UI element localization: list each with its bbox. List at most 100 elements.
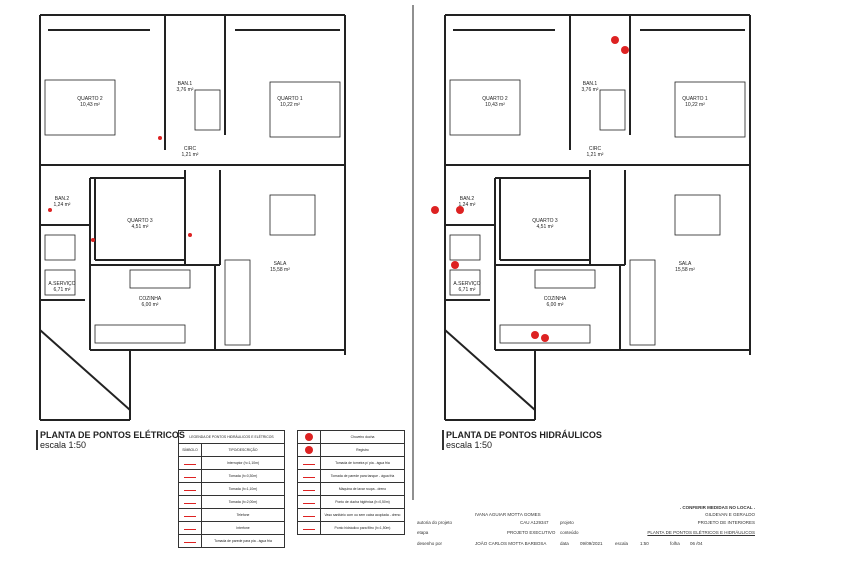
legend-row: Interfone [178, 521, 285, 535]
room-area: 6,71 m² [459, 287, 476, 293]
furniture [269, 81, 341, 138]
furniture [94, 324, 186, 344]
outlet-marker [158, 136, 162, 140]
room-name: QUARTO 2 [482, 96, 508, 102]
furniture [449, 234, 481, 261]
legend-symbol-icon [297, 456, 321, 470]
furniture [449, 79, 521, 136]
legend-row: Ponto hidráulico para filtro (h=1,50m) [297, 521, 405, 535]
room-name: QUARTO 1 [277, 96, 303, 102]
legend-symbol-icon [178, 469, 202, 483]
room-name: QUARTO 3 [127, 218, 153, 224]
legend-symbol-icon [297, 482, 321, 496]
legend-row: Registro [297, 443, 405, 457]
legend-symbol-icon [178, 482, 202, 496]
furniture [269, 194, 316, 236]
outlet-marker [48, 208, 52, 212]
room-name: BAN.2 [55, 196, 70, 202]
furniture [194, 89, 221, 131]
outlet-marker [91, 238, 95, 242]
hydraulic-point-marker [431, 206, 439, 214]
room-area: 10,22 m² [685, 102, 705, 108]
legend-symbol-icon [297, 443, 321, 457]
room-name: COZINHA [544, 296, 567, 302]
room-name: COZINHA [139, 296, 162, 302]
hydraulic-point-marker [456, 206, 464, 214]
legend-symbol-icon [297, 495, 321, 509]
furniture [44, 234, 76, 261]
furniture [449, 269, 481, 296]
room-name: BAN.1 [178, 81, 193, 87]
legend-row: Tomada (h=1,10m) [178, 482, 285, 496]
room-name: SALA [274, 261, 287, 267]
title-block: . CONFERIR MEDIDAS NO LOCAL . GILDEVAN E… [417, 505, 755, 546]
furniture [599, 89, 626, 131]
legend-row: Máquina de lavar roupa - dreno [297, 482, 405, 496]
room-name: A.SERVIÇO [453, 281, 480, 287]
room-area: 4,51 m² [537, 224, 554, 230]
room-name: QUARTO 3 [532, 218, 558, 224]
room-name: CIRC [589, 146, 602, 152]
wall [39, 329, 131, 411]
room-name: BAN.1 [583, 81, 598, 87]
room-area: 3,76 m² [582, 87, 599, 93]
legend-row: Telefone [178, 508, 285, 522]
room-name: QUARTO 1 [682, 96, 708, 102]
furniture [674, 81, 746, 138]
legend-row: Ponto de ducha higiênica (h=0,50m) [297, 495, 405, 509]
room-name: CIRC [184, 146, 197, 152]
room-area: 1,24 m² [54, 202, 71, 208]
furniture [629, 259, 656, 346]
legend-row: Chuveiro ducha [297, 430, 405, 444]
furniture [129, 269, 191, 289]
legend-row: Tomada (h=2,00m) [178, 495, 285, 509]
legend-symbol-icon [178, 495, 202, 509]
room-area: 1,21 m² [587, 152, 604, 158]
legend-symbol-icon [297, 508, 321, 522]
legend-row: Vaso sanitário com ou sem caixa acoplada… [297, 508, 405, 522]
legend-row: Tomada de parede para pia - água fria [178, 534, 285, 548]
room-name: QUARTO 2 [77, 96, 103, 102]
legend-symbol-icon [178, 521, 202, 535]
legend-row: Tomada (h=0,30m) [178, 469, 285, 483]
furniture [44, 79, 116, 136]
wall [444, 329, 536, 411]
room-area: 1,24 m² [459, 202, 476, 208]
hydraulic-point-marker [541, 334, 549, 342]
furniture [499, 324, 591, 344]
legend-row: Interruptor (h=1,10m) [178, 456, 285, 470]
hydraulic-point-marker [611, 36, 619, 44]
hydraulic-point-marker [451, 261, 459, 269]
legend-symbol-icon [297, 521, 321, 535]
furniture [44, 269, 76, 296]
room-area: 15,58 m² [675, 267, 695, 273]
room-name: BAN.2 [460, 196, 475, 202]
room-area: 10,43 m² [80, 102, 100, 108]
legend-symbol-icon [297, 430, 321, 444]
room-area: 6,71 m² [54, 287, 71, 293]
room-area: 6,00 m² [142, 302, 159, 308]
room-area: 15,58 m² [270, 267, 290, 273]
hydraulic-point-marker [621, 46, 629, 54]
room-area: 4,51 m² [132, 224, 149, 230]
room-name: A.SERVIÇO [48, 281, 75, 287]
room-area: 6,00 m² [547, 302, 564, 308]
legend-row: Tomada de parede para tanque - água fria [297, 469, 405, 483]
room-area: 1,21 m² [182, 152, 199, 158]
legend-symbol-icon [178, 456, 202, 470]
legend-symbol-icon [297, 469, 321, 483]
hydraulic-point-marker [531, 331, 539, 339]
legend-symbol-icon [178, 534, 202, 548]
furniture [674, 194, 721, 236]
room-name: SALA [679, 261, 692, 267]
room-area: 3,76 m² [177, 87, 194, 93]
room-area: 10,43 m² [485, 102, 505, 108]
outlet-marker [188, 233, 192, 237]
legend-electrical: LEGENDA DE PONTOS HIDRÁULICOS E ELÉTRICO… [178, 430, 285, 548]
room-area: 10,22 m² [280, 102, 300, 108]
